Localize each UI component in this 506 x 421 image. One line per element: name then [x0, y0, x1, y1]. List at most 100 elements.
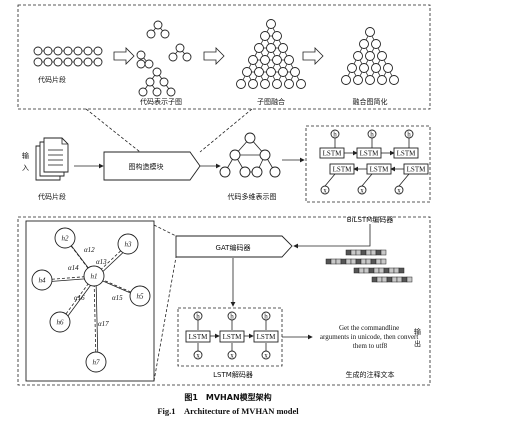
top-connector-right — [199, 108, 253, 153]
bilstm-output-label: h — [333, 131, 337, 139]
gat-neighbor-label: h3 — [125, 241, 133, 249]
feature-cell — [371, 276, 378, 283]
gat-neighbor-label: h2 — [62, 235, 70, 243]
gat-neighbor-label: h5 — [137, 293, 145, 301]
feature-cell — [391, 276, 398, 283]
graph-node — [347, 63, 357, 73]
bilstm-input-label: x — [360, 187, 364, 195]
graph-node — [284, 55, 294, 65]
generated-text: Get the commandline arguments in unicode… — [320, 324, 420, 350]
graph-node — [284, 79, 294, 89]
feature-cell — [370, 258, 377, 265]
bilstm-input-label: x — [323, 187, 327, 195]
bilstm-cell-label: LSTM — [407, 166, 426, 174]
top-connector-left — [85, 108, 141, 153]
attention-label: α13 — [96, 258, 107, 266]
graph-node — [365, 75, 375, 85]
feature-cell — [401, 276, 408, 283]
decoder-output-label: h — [196, 313, 200, 321]
gat-neighbor-node — [117, 233, 139, 255]
attention-label: α16 — [74, 294, 85, 302]
feature-cell — [376, 276, 383, 283]
decoder-label: LSTM解码器 — [213, 370, 253, 379]
feature-cell — [363, 267, 370, 274]
graph-node — [353, 75, 363, 85]
flow-arrow-1 — [113, 47, 135, 65]
caption-cn: 图1 MVHAN模型架构 — [184, 392, 271, 402]
decoder-output-label: h — [230, 313, 234, 321]
graph-node — [248, 55, 258, 65]
gat-connector-top — [153, 224, 177, 237]
graph-node — [260, 31, 270, 41]
graph-node — [242, 67, 252, 77]
stage-label-3: 子图融合 — [257, 97, 285, 106]
code-subgraphs — [136, 20, 192, 97]
output-label-2: 出 — [414, 339, 421, 348]
feature-cell — [388, 267, 395, 274]
feature-cell — [325, 258, 332, 265]
decoder-input-label: x — [196, 352, 200, 360]
gat-neighbor-node — [49, 311, 71, 333]
flow-arrow-2 — [203, 47, 225, 65]
stage-label-4: 融合图简化 — [353, 97, 388, 106]
feature-cell — [330, 258, 337, 265]
bilstm-cell-label: LSTM — [370, 166, 389, 174]
attention-label: α15 — [112, 294, 123, 302]
graph-node — [236, 79, 246, 89]
gat-neighbor-node — [54, 227, 76, 249]
graph-node — [359, 63, 369, 73]
decoder-input-node — [261, 350, 271, 360]
gat-neighbor-label: h4 — [39, 277, 47, 285]
feature-cell — [383, 267, 390, 274]
simplified-graph — [341, 27, 399, 85]
bilstm-cell-label: LSTM — [333, 166, 352, 174]
graph-module-label: 图构造模块 — [129, 162, 164, 171]
gat-center-label: h1 — [91, 273, 98, 281]
multi-graph-label: 代码多维表示图 — [228, 192, 277, 201]
graph-node — [389, 75, 399, 85]
gat-connector-bottom — [153, 256, 177, 382]
graph-node — [278, 67, 288, 77]
feature-cell — [381, 276, 388, 283]
gat-neighbor-label: h7 — [93, 359, 101, 367]
fused-graph — [236, 19, 306, 89]
feature-cell — [406, 276, 413, 283]
generated-label: 生成的注释文本 — [346, 370, 395, 379]
attention-label: α17 — [98, 320, 109, 328]
feature-cell — [373, 267, 380, 274]
gat-neighbor-node — [31, 269, 53, 291]
feature-cell — [345, 258, 352, 265]
decoder-input-node — [193, 350, 203, 360]
top-panel-border — [17, 4, 431, 110]
feature-cell — [378, 267, 385, 274]
graph-node — [272, 79, 282, 89]
feature-cell — [375, 249, 382, 256]
graph-node — [248, 79, 258, 89]
feature-cell — [355, 258, 362, 265]
caption-en: Fig.1 Architecture of MVHAN model — [157, 406, 299, 416]
feature-cell — [370, 249, 377, 256]
decoder-cell — [219, 330, 245, 343]
gat-neighbor-label: h6 — [57, 319, 65, 327]
feature-cell — [350, 258, 357, 265]
feature-cell — [375, 258, 382, 265]
graph-node — [272, 55, 282, 65]
bilstm-label: BiLSTM编码器 — [347, 215, 393, 224]
feature-cell — [368, 267, 375, 274]
graph-node — [377, 75, 387, 85]
bilstm-cell-label: LSTM — [323, 150, 342, 158]
feature-cell — [360, 249, 367, 256]
decoder-cell-label: LSTM — [257, 333, 276, 341]
feature-cell — [365, 258, 372, 265]
flow-arrow-3 — [302, 47, 324, 65]
doc-label: 代码片段 — [38, 192, 66, 201]
decoder-input-label: x — [230, 352, 234, 360]
input-label-1: 输 — [22, 151, 29, 160]
graph-node — [359, 39, 369, 49]
graph-node — [341, 75, 351, 85]
graph-node — [377, 51, 387, 61]
decoder-cell-label: LSTM — [223, 333, 242, 341]
gat-neighbor-node — [129, 285, 151, 307]
decoder-cell-label: LSTM — [189, 333, 208, 341]
